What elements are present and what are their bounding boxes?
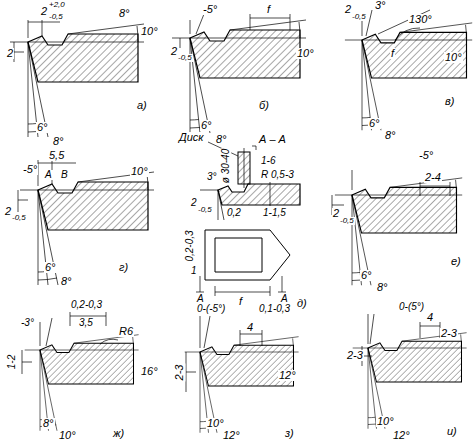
dimension-label: 8°: [60, 276, 73, 287]
dimension-label: д): [296, 298, 308, 309]
dimension-label: А: [280, 294, 289, 304]
dimension-label: 10°: [376, 416, 395, 427]
dimension-label: 12°: [278, 370, 297, 381]
dimension-label: R6: [118, 326, 134, 337]
dimension-label: 1-2: [7, 354, 17, 370]
dimension-label: 8°: [52, 136, 65, 147]
dimension-label: 4: [246, 322, 254, 333]
dimension-label: 3°: [206, 172, 218, 182]
dimension-label: 2-3: [175, 363, 186, 381]
dimension-label: в): [444, 96, 455, 107]
dimension-label: 0,2-0,3: [70, 300, 103, 310]
dimension-label: -5°: [22, 164, 38, 175]
dimension-label: 1-6: [260, 156, 276, 166]
dimension-label: 6°: [368, 118, 381, 129]
dimension-label: и): [446, 426, 458, 437]
dimension-label: 1-1,5: [262, 208, 287, 218]
dimension-label: е): [450, 256, 462, 267]
dimension-label: 2: [6, 48, 14, 59]
dimension-label: -5°: [202, 4, 218, 15]
dimension-label: 10°: [130, 166, 149, 177]
dimension-label: 6°: [200, 120, 213, 131]
dimension-label: А: [196, 294, 205, 304]
dimension-label: 0,2: [226, 208, 242, 218]
dimension-label: 10°: [206, 418, 225, 429]
dimension-label: 16°: [140, 366, 159, 377]
dimension-label: 6°: [44, 262, 57, 273]
dimension-label: 0,2-0,3: [185, 229, 195, 262]
dimension-label: 3°: [374, 0, 387, 11]
dimension-label: 10°: [444, 52, 463, 63]
dimension-label: ж): [112, 428, 125, 439]
dimension-label: 8°: [384, 130, 397, 141]
dimension-label: R 0,5-3: [260, 170, 295, 180]
dimension-label: 6°: [360, 270, 373, 281]
dimension-label: +2,0: [48, 1, 66, 9]
dimension-label: А – А: [258, 134, 287, 145]
dimension-label: f: [238, 296, 243, 307]
dimension-label: 1: [190, 266, 198, 276]
dimension-label: 2: [40, 6, 48, 17]
dimension-label: 4: [426, 312, 434, 323]
dimension-label: -3°: [20, 318, 35, 328]
dimension-label: f: [266, 4, 271, 15]
dimension-label: -0,5: [197, 206, 213, 214]
dimension-label: 0-(5°): [398, 302, 425, 312]
dimension-label: 12°: [222, 430, 241, 441]
dimension-label: 5,5: [48, 150, 65, 161]
dimension-label: -0,5: [11, 214, 27, 222]
dimension-label: 2-4: [424, 172, 442, 183]
dimension-label: f: [390, 48, 395, 59]
dimension-label: 10°: [58, 430, 77, 441]
dimension-label: 8°: [215, 134, 228, 145]
dimension-label: -0,5: [339, 217, 355, 225]
dimension-label: А: [44, 170, 53, 180]
dimension-label: 3,5: [78, 318, 94, 328]
dimension-label: а): [136, 100, 148, 111]
dimension-label: -0,5: [48, 13, 64, 21]
dimension-label: г): [118, 262, 129, 273]
dimension-label: 10°: [140, 26, 159, 37]
dimension-label: Диск: [178, 132, 205, 143]
dimension-label: 130°: [408, 14, 433, 25]
dimension-label: В: [60, 170, 69, 180]
dimension-label: 8°: [118, 8, 131, 19]
dimension-label: -0,5: [177, 54, 193, 62]
dimension-label: 6°: [36, 122, 49, 133]
dimension-label: б): [258, 100, 270, 111]
dimension-label: 2-3: [440, 328, 458, 339]
dimension-label: 10°: [296, 48, 315, 59]
dimension-label: з): [284, 428, 295, 439]
dimension-label: 2-3: [346, 350, 364, 361]
dimension-label: 0-(-5°): [196, 304, 226, 314]
dimension-label: 12°: [392, 430, 411, 441]
dimension-label: 8°: [376, 282, 389, 293]
dimension-label: ø 30-40: [221, 148, 231, 184]
dimension-label: -5°: [418, 150, 434, 161]
dimension-label: -0,5: [351, 13, 367, 21]
dimension-label: 0,1-0,3: [258, 304, 291, 314]
dimension-label: 8°: [42, 418, 55, 429]
